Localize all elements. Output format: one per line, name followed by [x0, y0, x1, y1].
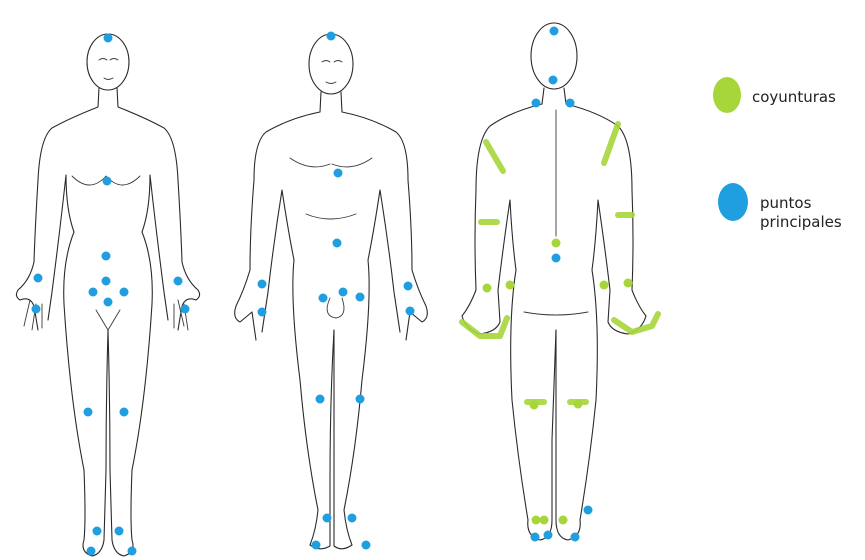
principal-point-dot	[93, 527, 102, 536]
joint-dots	[483, 239, 633, 525]
principal-point-dot	[323, 514, 332, 523]
joint-dot	[483, 284, 492, 293]
principal-point-dot	[356, 293, 365, 302]
principal-point-dot	[550, 27, 559, 36]
legend-joints-label: coyunturas	[752, 88, 836, 107]
principal-point-dot	[174, 277, 183, 286]
principal-point-dot	[34, 274, 43, 283]
principal-point-dot	[104, 298, 113, 307]
principal-point-dot	[531, 533, 540, 542]
principal-point-dot	[566, 99, 575, 108]
principal-point-dot	[348, 514, 357, 523]
principal-point-dot	[584, 506, 593, 515]
principal-point-dot	[104, 34, 113, 43]
principal-point-dot	[102, 277, 111, 286]
principal-point-dot	[327, 32, 336, 41]
principal-point-dot	[32, 305, 41, 314]
principal-point-dot	[406, 307, 415, 316]
male-front-figure	[235, 34, 428, 549]
principal-point-dot	[319, 294, 328, 303]
principal-point-dot	[356, 395, 365, 404]
principal-point-dot	[102, 252, 111, 261]
principal-point-dot	[334, 169, 343, 178]
principal-point-dot	[120, 288, 129, 297]
joint-dot	[552, 239, 561, 248]
joint-dot	[574, 400, 583, 409]
principal-point-dot	[339, 288, 348, 297]
principal-point-dot	[258, 308, 267, 317]
joint-stroke	[614, 314, 658, 332]
principal-point-dot	[128, 547, 137, 556]
joint-dot	[506, 281, 515, 290]
legend-points-label: puntos principales	[760, 194, 842, 232]
principal-point-dot	[181, 305, 190, 314]
joint-stroke	[604, 124, 618, 163]
legend-points-swatch	[718, 183, 748, 221]
principal-point-dot	[312, 541, 321, 550]
principal-point-dot	[552, 254, 561, 263]
principal-point-dot	[549, 76, 558, 85]
principal-point-dot	[316, 395, 325, 404]
principal-point-dot	[333, 239, 342, 248]
joint-dot	[559, 516, 568, 525]
female-front-figure	[16, 34, 199, 556]
principal-point-dot	[115, 527, 124, 536]
joint-stroke	[486, 142, 503, 171]
principal-point-dot	[404, 282, 413, 291]
legend-joints-swatch	[713, 77, 741, 113]
joint-dot	[532, 516, 541, 525]
joint-dot	[600, 281, 609, 290]
principal-point-dot	[87, 547, 96, 556]
principal-point-dot	[120, 408, 129, 417]
principal-point-dot	[532, 99, 541, 108]
principal-point-dot	[103, 177, 112, 186]
joint-dot	[530, 401, 539, 410]
joint-dot	[624, 279, 633, 288]
joint-markers	[462, 124, 658, 402]
principal-point-dot	[544, 531, 553, 540]
principal-point-dot	[89, 288, 98, 297]
joint-dot	[540, 516, 549, 525]
principal-point-dot	[258, 280, 267, 289]
principal-point-dot	[362, 541, 371, 550]
back-figure	[462, 23, 646, 540]
principal-point-dot	[571, 533, 580, 542]
principal-point-dot	[84, 408, 93, 417]
